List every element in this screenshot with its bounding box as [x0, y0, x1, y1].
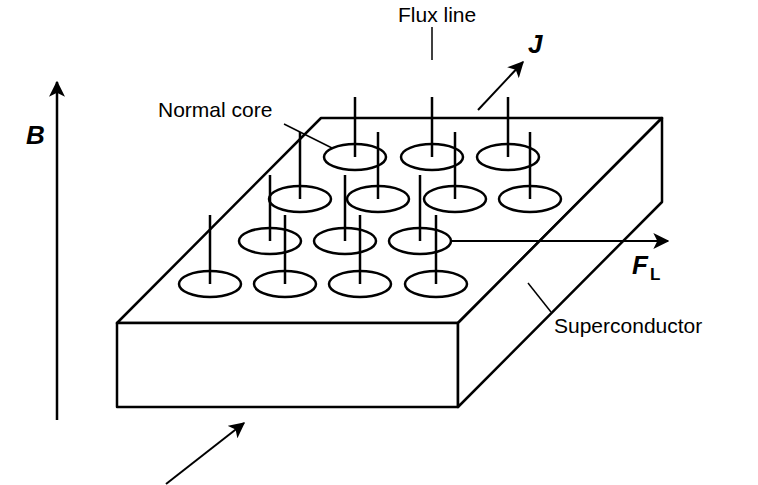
flux-line — [344, 175, 347, 241]
core-label: Normal core — [158, 99, 272, 120]
flux-line-label: Flux line — [398, 4, 476, 25]
flux-line — [284, 215, 287, 284]
force-subscript: L — [650, 266, 660, 283]
flux-line — [359, 215, 362, 284]
flux-lines — [179, 97, 561, 297]
current-symbol: J — [528, 31, 542, 57]
flux-line — [454, 132, 457, 199]
flux-line — [354, 97, 357, 157]
superconductor-slab — [117, 118, 662, 407]
flux-line — [299, 132, 302, 199]
current-arrow — [166, 423, 244, 484]
flux-line — [507, 97, 510, 157]
flux-line — [419, 175, 422, 241]
field-arrow — [56, 82, 59, 420]
flux-line — [529, 132, 532, 199]
leader-line — [284, 124, 332, 148]
flux-line — [269, 175, 272, 241]
flux-line — [435, 215, 438, 284]
flux-line — [431, 97, 434, 157]
force-symbol: F — [632, 252, 648, 278]
flux-line — [377, 132, 380, 199]
field-symbol: B — [26, 122, 45, 148]
material-label: Superconductor — [554, 315, 702, 336]
leader-line — [431, 27, 433, 60]
leader-line — [528, 283, 551, 312]
force-arrow — [452, 240, 668, 242]
current-arrow — [478, 62, 523, 110]
flux-line — [209, 215, 212, 284]
